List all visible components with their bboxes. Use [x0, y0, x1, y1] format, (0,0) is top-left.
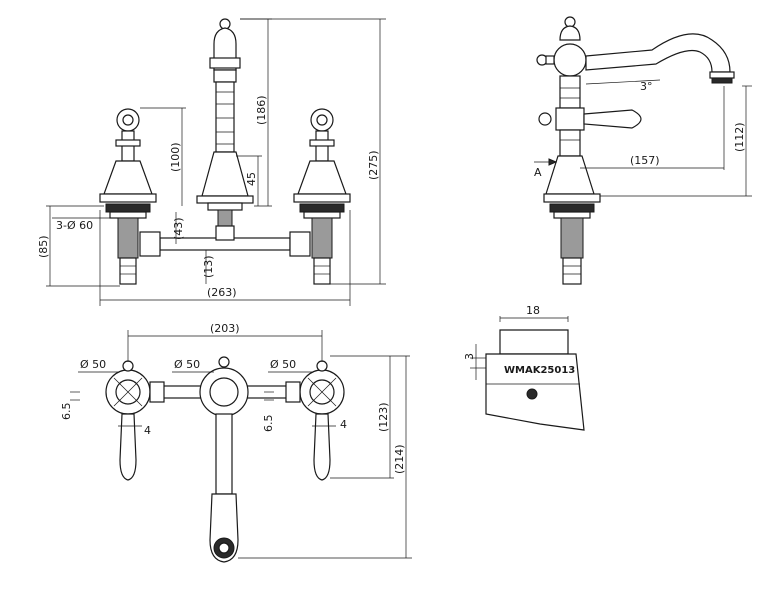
dim-angle: 3°: [640, 80, 653, 93]
dim-valve-height: (100): [169, 142, 182, 172]
left-valve: [99, 108, 157, 285]
dim-spout-height: (112): [733, 122, 746, 152]
model-code: WMAK25013: [504, 365, 575, 376]
dim-gap-right: 4: [340, 418, 347, 431]
dim-body-height: (85): [37, 235, 50, 258]
dim-dia-right: Ø 50: [270, 358, 296, 371]
dim-pipe-offset: (13): [202, 255, 215, 278]
dim-offset-right: 6.5: [262, 415, 275, 433]
dim-holes: 3-Ø 60: [56, 219, 93, 232]
dim-spread: (203): [210, 322, 240, 335]
front-elevation: (275) (186) (100) 45 (85) (43) (13): [37, 18, 386, 306]
right-valve: [293, 108, 351, 285]
side-elevation: 3° (112) (157) A: [534, 16, 752, 285]
side-dimensions: 3° (112) (157) A: [534, 79, 752, 197]
section-label: A: [534, 166, 542, 179]
dim-dia-mid: Ø 50: [174, 358, 200, 371]
dim-offset-left: 6.5: [60, 403, 73, 421]
center-spout-column: [196, 18, 254, 235]
plan-right-valve: [285, 360, 345, 481]
dim-connector: (43): [172, 217, 185, 240]
dim-width-total: (263): [207, 286, 237, 299]
dim-reach: (157): [630, 154, 660, 167]
dim-handle-height: (186): [255, 95, 268, 125]
dim-detail-step: 3: [463, 353, 476, 360]
side-body: [536, 16, 642, 285]
dim-gap-left: 4: [144, 424, 151, 437]
connector-pipe: [139, 225, 311, 257]
side-spout: [585, 33, 735, 84]
dim-spout-length: (214): [393, 444, 406, 474]
plan-center-spout: [199, 356, 249, 563]
detail-view: 18 3 WMAK25013: [463, 304, 585, 431]
plan-left-valve: [105, 360, 165, 481]
dim-handle-reach: (123): [377, 402, 390, 432]
plan-view: (203) Ø 50 Ø 50 Ø 50 6.5 6.5 4 4 (123) (…: [60, 322, 412, 563]
plan-dimensions: (203) Ø 50 Ø 50 Ø 50 6.5 6.5 4 4 (123) (…: [60, 322, 412, 559]
dim-height-total: (275): [367, 150, 380, 180]
dim-detail-width: 18: [526, 304, 540, 317]
dim-spout-step: 45: [245, 172, 258, 186]
dim-dia-left: Ø 50: [80, 358, 106, 371]
detail-dimensions: 18 3 WMAK25013: [463, 304, 575, 380]
front-dimensions: (275) (186) (100) 45 (85) (43) (13): [37, 18, 386, 306]
